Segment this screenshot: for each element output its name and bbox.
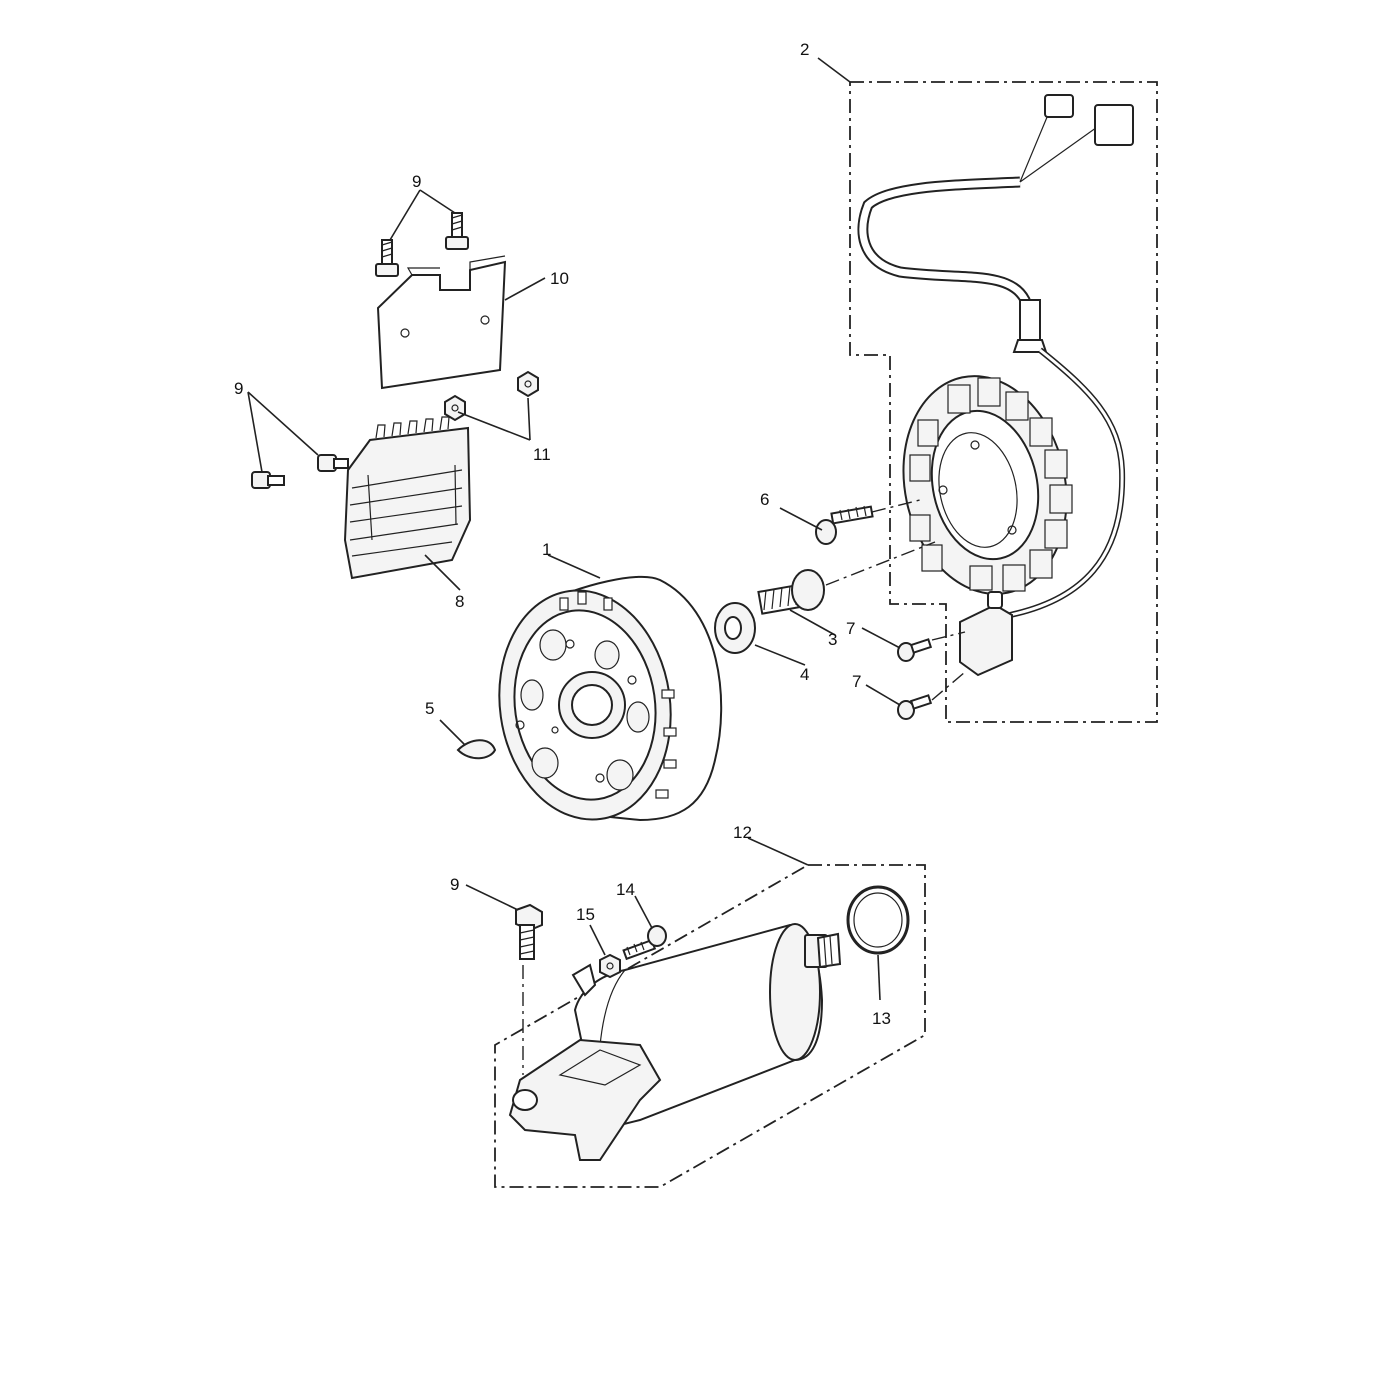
callout-4: 4 <box>800 665 809 684</box>
regulator-cover-plate <box>376 255 507 390</box>
starter-nut <box>599 953 621 979</box>
callout-8: 8 <box>455 592 464 611</box>
flywheel-bolt <box>757 569 825 615</box>
callout-5: 5 <box>425 699 434 718</box>
callout-13: 13 <box>872 1009 891 1028</box>
bolt-upper-right <box>445 212 469 250</box>
pickup-screw-lower <box>897 694 933 720</box>
callout-labels: 1 2 3 4 5 6 7 7 8 9 9 9 10 11 12 13 14 1… <box>234 40 891 1028</box>
callout-12: 12 <box>733 823 752 842</box>
callout-15: 15 <box>576 905 595 924</box>
callout-14: 14 <box>616 880 635 899</box>
stator-assembly-boundary <box>849 81 1158 723</box>
leader-lines <box>247 57 901 1001</box>
stator-wiring-harness <box>857 94 1134 618</box>
screw-regulator-left <box>251 471 285 489</box>
pickup-sensor <box>959 591 1013 677</box>
stator-coil <box>902 375 1073 595</box>
callout-10: 10 <box>550 269 569 288</box>
starter-motor <box>508 923 842 1161</box>
alignment-lines <box>522 499 966 1075</box>
wire-connector-small <box>1044 94 1074 118</box>
stator-screw <box>815 505 874 545</box>
callout-7-lower: 7 <box>852 672 861 691</box>
starter-screw <box>622 925 667 961</box>
callout-9-top: 9 <box>412 172 421 191</box>
o-ring <box>846 885 910 955</box>
callout-3: 3 <box>828 630 837 649</box>
flywheel-rotor <box>498 575 723 822</box>
nut-right <box>517 370 539 398</box>
starter-assembly-boundary <box>494 864 926 1188</box>
screw-regulator-right <box>317 454 349 472</box>
woodruff-key <box>456 739 497 760</box>
callout-6: 6 <box>760 490 769 509</box>
callout-11: 11 <box>533 445 551 464</box>
callout-9-starter: 9 <box>450 875 459 894</box>
flywheel-washer <box>714 602 756 654</box>
callout-7-upper: 7 <box>846 619 855 638</box>
pickup-screw-upper <box>897 638 933 662</box>
wire-connector-main <box>1094 104 1134 146</box>
voltage-regulator <box>343 416 472 580</box>
starter-bolt <box>515 903 543 960</box>
callout-1: 1 <box>542 540 551 559</box>
callout-2: 2 <box>800 40 809 59</box>
bolt-upper-left <box>375 239 399 277</box>
callout-9-left: 9 <box>234 379 243 398</box>
